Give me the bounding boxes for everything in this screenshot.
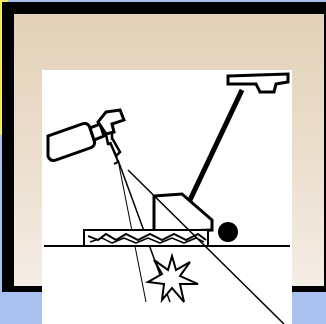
- sparkle-icon: [148, 256, 198, 302]
- illustration-panel: [42, 70, 292, 324]
- floor-machine-icon: [84, 74, 288, 246]
- floor-cleaning-illustration: [42, 70, 292, 324]
- spray-bottle-icon: [48, 110, 124, 164]
